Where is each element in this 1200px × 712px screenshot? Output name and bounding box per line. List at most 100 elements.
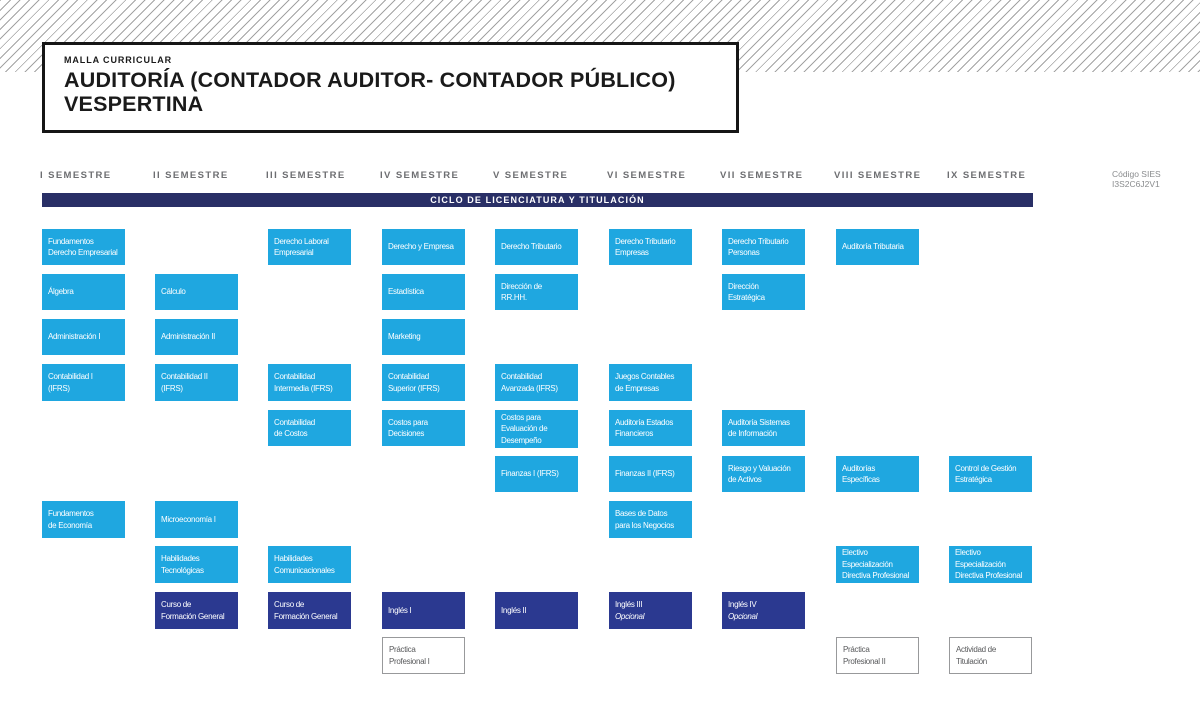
course-label-line: Derecho Laboral <box>274 236 329 246</box>
course-box: Derecho Tributario <box>495 229 578 265</box>
course-box: Finanzas I (IFRS) <box>495 456 578 492</box>
course-label-line: Práctica <box>843 645 870 654</box>
course-label-line: Intermedia (IFRS) <box>274 383 333 393</box>
course-box: Estadística <box>382 274 465 310</box>
sies-code-label: Código SIES <box>1112 169 1161 179</box>
course-label-line: Contabilidad <box>274 417 315 427</box>
sies-code: Código SIES I3S2C6J2V1 <box>1112 169 1161 189</box>
course-label-line: Directiva Profesional <box>955 571 1023 581</box>
course-label-line: Juegos Contables <box>615 372 675 381</box>
course-box: Contabilidad I(IFRS) <box>42 364 125 401</box>
course-label-line: Cálculo <box>161 287 186 297</box>
course-box: Bases de Datos para los Negocios <box>609 501 692 538</box>
course-box: Fundamentos de Economía <box>42 501 125 538</box>
course-label-line: Derecho Tributario <box>728 236 789 246</box>
course-label-line: Financieros <box>615 429 654 438</box>
course-label-line: Costos para <box>388 417 428 427</box>
course-label-line: Evaluación de <box>501 424 548 434</box>
semester-label: II SEMESTRE <box>153 170 229 181</box>
course-label-line: Auditorías <box>842 463 876 473</box>
course-label-line: de Economía <box>48 520 92 530</box>
course-label-line: Contabilidad <box>274 372 315 381</box>
course-label-line: Auditoría Sistemas <box>728 417 790 427</box>
course-label-line: Estratégica <box>955 475 992 484</box>
course-label-line: Álgebra <box>48 287 74 297</box>
course-label-line: Marketing <box>388 332 421 342</box>
course-label-line: Administración II <box>161 332 216 342</box>
course-label-line: de Información <box>728 429 777 438</box>
course-box: Derecho y Empresa <box>382 229 465 265</box>
course-label-line: Curso de <box>161 600 192 609</box>
course-label-line: para los Negocios <box>615 520 674 530</box>
semester-label: VIII SEMESTRE <box>834 170 922 181</box>
course-label-line: Opcional <box>728 611 758 621</box>
page-title-line1: AUDITORÍA (CONTADOR AUDITOR- CONTADOR PÚ… <box>64 68 676 92</box>
course-label-line: Superior (IFRS) <box>388 383 440 393</box>
course-box: Inglés I <box>382 592 465 629</box>
course-label-line: Estratégica <box>728 293 765 302</box>
course-label-line: Fundamentos <box>48 509 94 518</box>
course-label-line: Administración I <box>48 332 101 342</box>
course-label-line: Opcional <box>615 611 645 621</box>
course-label-line: Derecho Tributario <box>501 242 562 252</box>
course-label-line: Inglés I <box>388 605 412 615</box>
course-label-line: Directiva Profesional <box>842 571 910 581</box>
course-box: Auditoría Sistemas de Información <box>722 410 805 446</box>
course-label-line: Específicas <box>842 475 880 484</box>
course-box: Álgebra <box>42 274 125 310</box>
course-box: Inglés II <box>495 592 578 629</box>
course-label-line: Formación General <box>161 611 225 621</box>
course-label-line: de Empresas <box>615 383 659 393</box>
course-label-line: (IFRS) <box>161 383 183 393</box>
course-label-line: Profesional I <box>389 656 430 666</box>
course-label-line: Empresas <box>615 248 649 257</box>
course-label-line: Especialización <box>955 559 1006 569</box>
course-label-line: Desempeño <box>501 435 542 445</box>
course-label-line: (IFRS) <box>48 383 70 393</box>
course-label-line: Formación General <box>274 611 338 621</box>
course-box: Inglés III Opcional <box>609 592 692 629</box>
course-label-line: de Costos <box>274 429 308 438</box>
course-label-line: Inglés III <box>615 600 643 609</box>
course-label-line: Riesgo y Valuación <box>728 463 791 473</box>
course-label-line: Contabilidad II <box>161 372 208 381</box>
course-label-line: RR.HH. <box>501 293 527 302</box>
course-label-line: Derecho Empresarial <box>48 248 118 257</box>
semester-label: I SEMESTRE <box>40 170 112 181</box>
course-label-line: Bases de Datos <box>615 509 668 518</box>
course-label-line: Finanzas II (IFRS) <box>615 469 675 479</box>
course-label-line: Decisiones <box>388 429 425 438</box>
course-box: Curso de Formación General <box>155 592 238 629</box>
course-label-line: Estadística <box>388 287 424 297</box>
course-box: Contabilidad II (IFRS) <box>155 364 238 401</box>
course-label-line: Tecnológicas <box>161 565 204 575</box>
course-label-line: Habilidades <box>274 554 313 563</box>
semester-label: IV SEMESTRE <box>380 170 460 181</box>
course-label-line: Habilidades <box>161 554 200 563</box>
course-box: Administración I <box>42 319 125 355</box>
course-label-line: Derecho Tributario <box>615 236 676 246</box>
sies-code-value: I3S2C6J2V1 <box>1112 178 1160 189</box>
course-label-line: Electivo <box>955 548 981 558</box>
course-label-line: Personas <box>728 248 760 257</box>
course-box: Marketing <box>382 319 465 355</box>
semester-label: III SEMESTRE <box>266 170 346 181</box>
course-label-line: Finanzas I (IFRS) <box>501 469 559 479</box>
course-box: Microeconomía I <box>155 501 238 538</box>
